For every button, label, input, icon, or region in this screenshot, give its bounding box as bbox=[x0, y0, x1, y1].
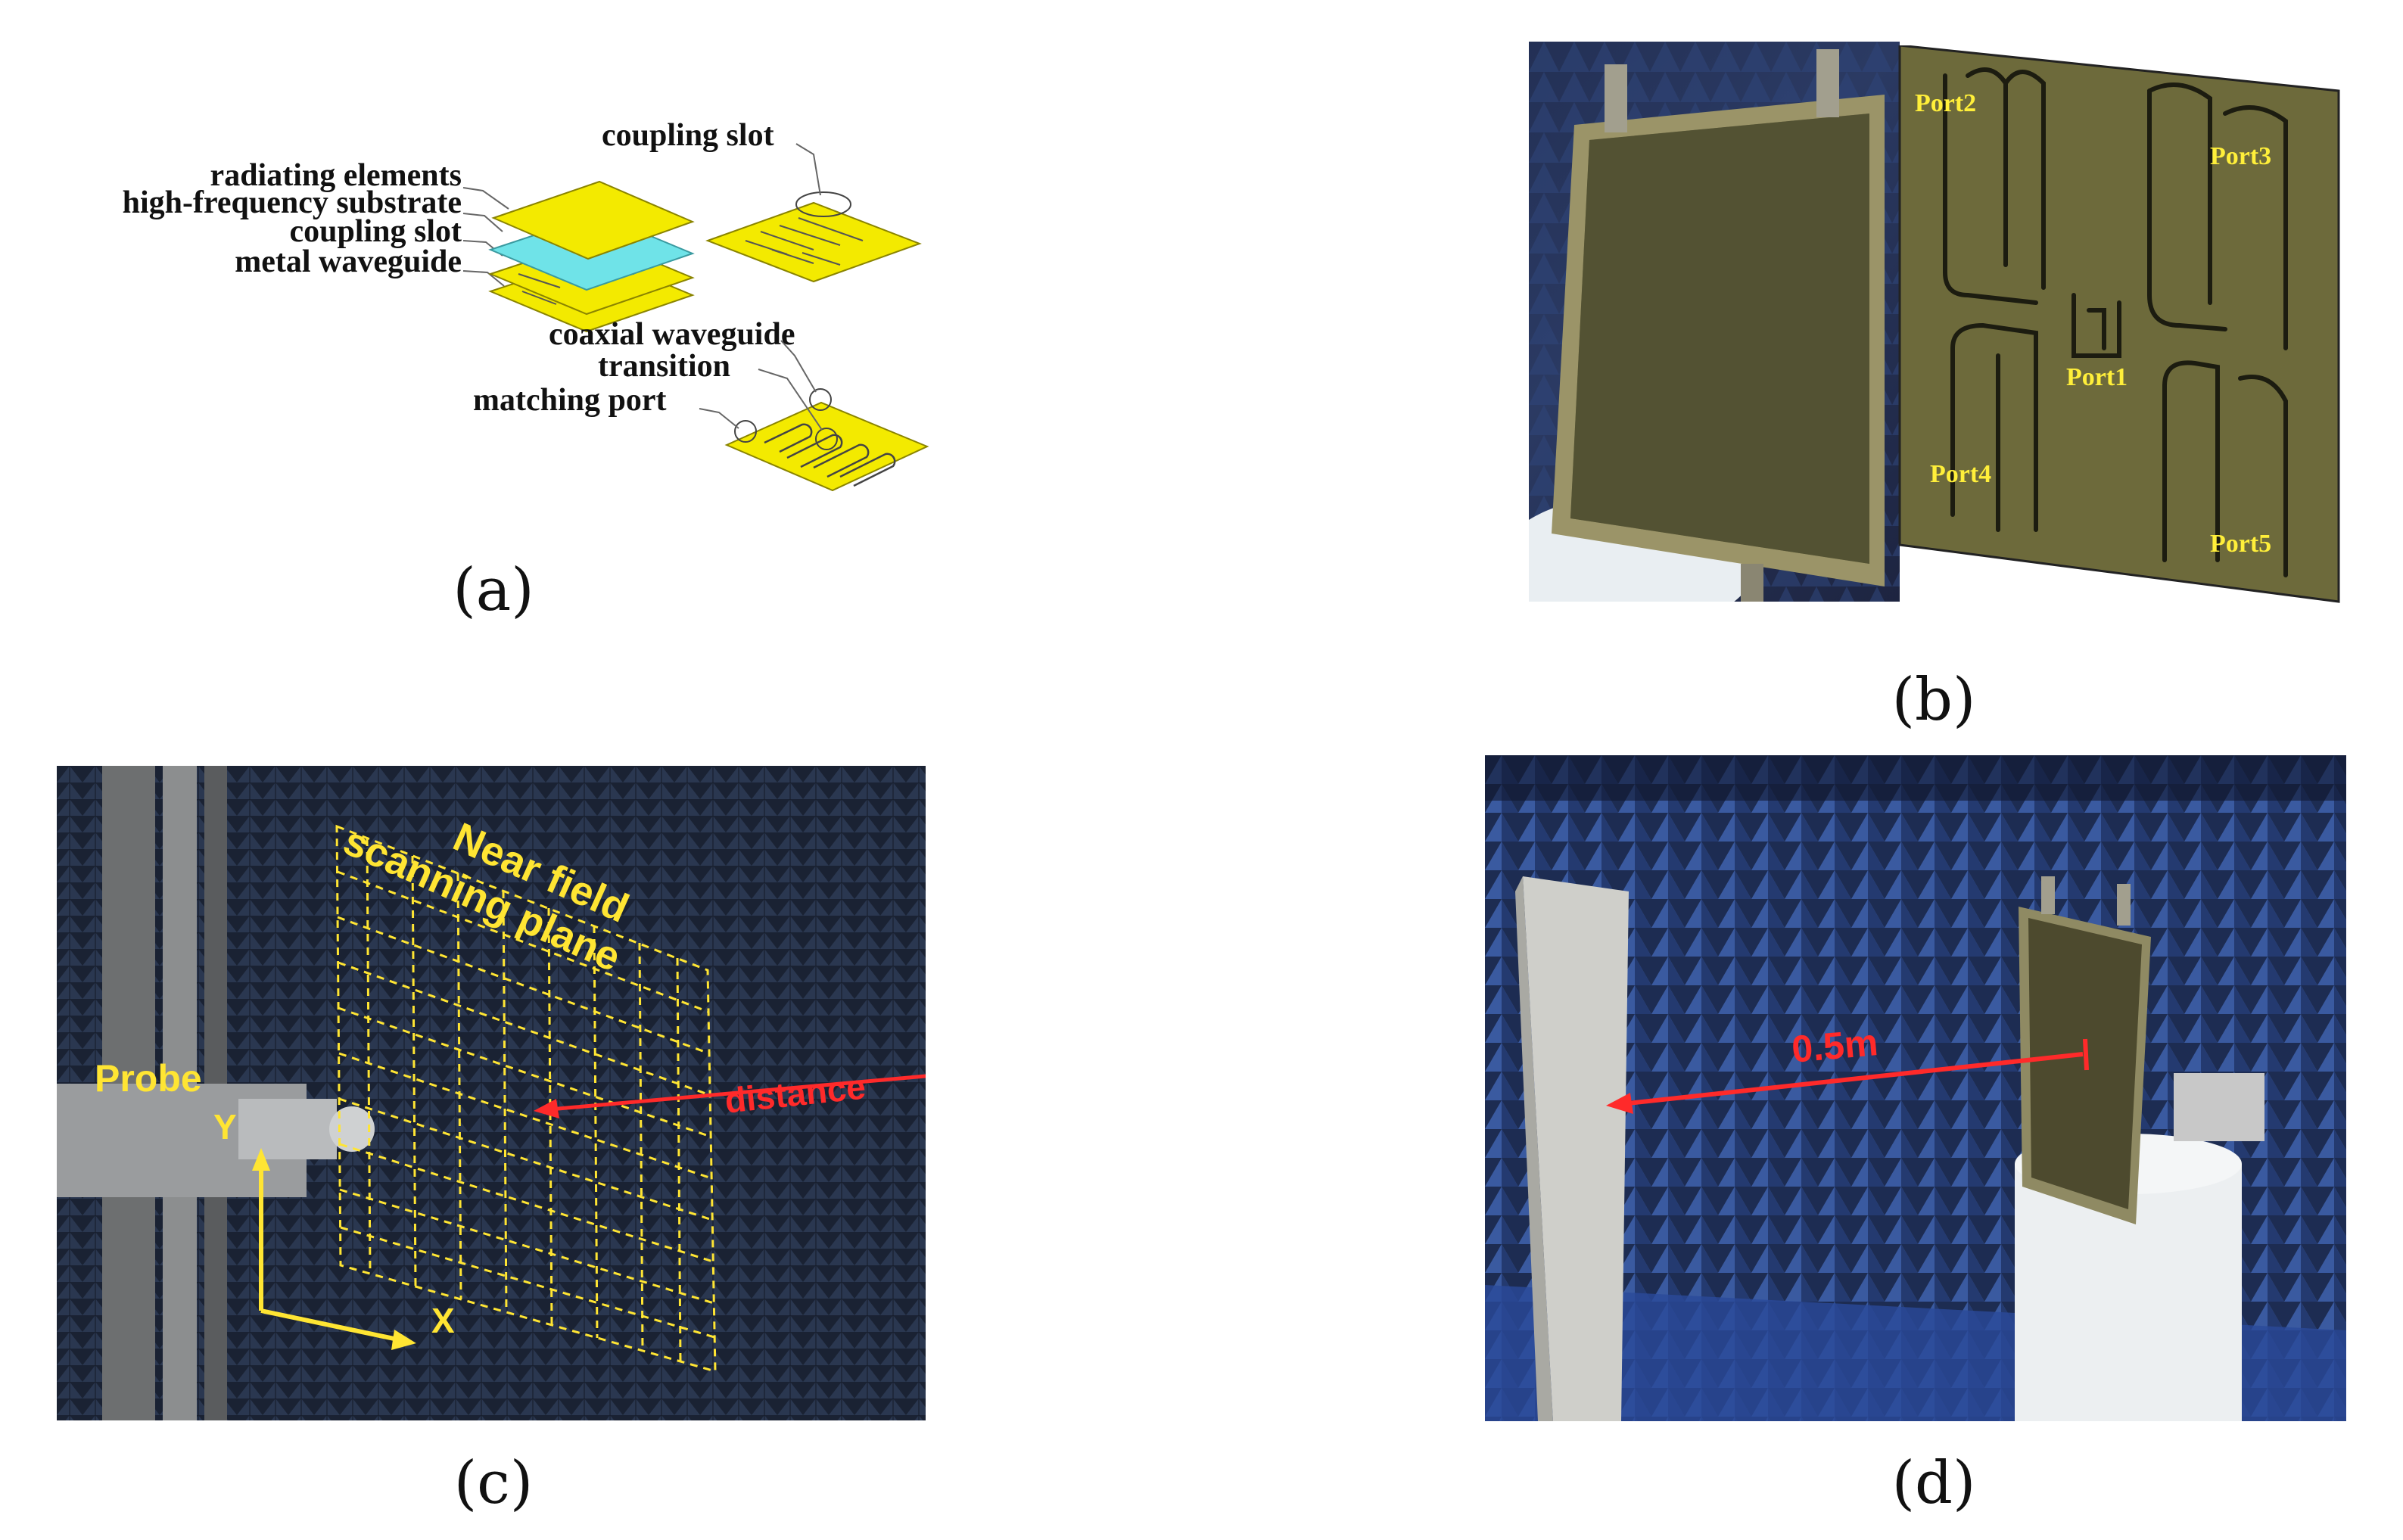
label-matching-port: matching port bbox=[473, 383, 667, 418]
label-transition: transition bbox=[598, 349, 731, 384]
label-coaxial-waveguide: coaxial waveguide bbox=[549, 317, 795, 352]
port2-label: Port2 bbox=[1915, 89, 1977, 117]
caption-c: (c) bbox=[453, 1449, 534, 1517]
label-high-frequency-substrate: high-frequency substrate bbox=[122, 185, 462, 220]
near-field-scanner-photo bbox=[57, 766, 926, 1420]
label-radiating-elements: radiating elements bbox=[210, 158, 462, 193]
scanning-grid bbox=[335, 824, 717, 1373]
antenna-photo bbox=[1529, 42, 1900, 602]
feed-network-board bbox=[1898, 45, 2340, 603]
caption-b: (b) bbox=[1891, 666, 1976, 734]
caption-d: (d) bbox=[1891, 1449, 1976, 1517]
label-coupling-slot-left: coupling slot bbox=[289, 214, 462, 249]
port3-label: Port3 bbox=[2210, 142, 2272, 170]
axis-y-label: Y bbox=[213, 1107, 237, 1146]
port1-label: Port1 bbox=[2066, 363, 2128, 391]
port5-label: Port5 bbox=[2210, 530, 2272, 558]
port4-label: Port4 bbox=[1930, 460, 1992, 488]
caption-a: (a) bbox=[453, 556, 534, 624]
probe-label: Probe bbox=[95, 1057, 202, 1100]
coupling-slot-board bbox=[705, 201, 922, 283]
label-metal-waveguide: metal waveguide bbox=[235, 244, 462, 279]
far-field-chamber-photo bbox=[1485, 755, 2346, 1421]
radiating-elements-layer bbox=[491, 180, 695, 260]
axis-x-label: X bbox=[431, 1301, 455, 1340]
label-coupling-slot-top: coupling slot bbox=[602, 118, 774, 153]
panel-a-diagram bbox=[462, 143, 929, 492]
distance-value-label: 0.5m bbox=[1790, 1021, 1880, 1071]
waveguide-board bbox=[724, 401, 929, 492]
